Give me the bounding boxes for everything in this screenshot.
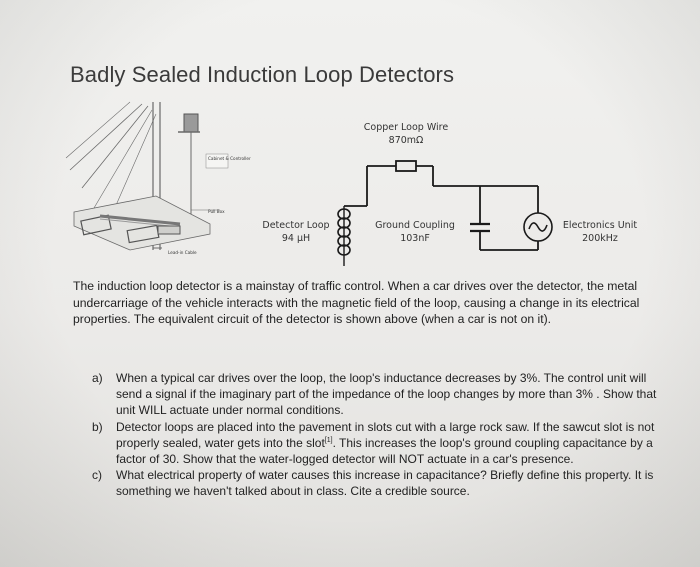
footnote-ref: [1]: [324, 436, 333, 444]
question-text: When a typical car drives over the loop,…: [116, 371, 657, 418]
question-text: Detector loops are placed into the pavem…: [116, 419, 662, 468]
question-marker: b): [92, 419, 103, 434]
inductor-coil: [337, 208, 351, 256]
lead-in-label: Lead-in Cable: [168, 250, 197, 255]
loop-label: Detector Loop: [262, 220, 329, 231]
question-a: a) When a typical car drives over the lo…: [92, 370, 662, 419]
equivalent-circuit: [343, 160, 553, 266]
loop-value: 94 µH: [282, 233, 310, 244]
question-b: b) Detector loops are placed into the pa…: [92, 419, 662, 468]
question-marker: c): [92, 468, 102, 483]
intro-paragraph: The induction loop detector is a mainsta…: [73, 279, 640, 326]
question-c: c) What electrical property of water cau…: [92, 467, 662, 499]
wire-value: 870mΩ: [389, 135, 424, 146]
page-title: Badly Sealed Induction Loop Detectors: [70, 62, 455, 87]
road-illustration: [65, 101, 220, 251]
source-label: Electronics Unit: [563, 220, 637, 231]
question-list: a) When a typical car drives over the lo…: [92, 370, 662, 500]
question-marker: a): [92, 371, 103, 385]
question-text: What electrical property of water causes…: [116, 468, 654, 499]
source-value: 200kHz: [582, 233, 618, 244]
wire-label: Copper Loop Wire: [364, 122, 449, 133]
question-text-part: Detector loops are placed into the pavem…: [116, 419, 655, 450]
circuit-diagram: Cabinet & Controller Pull Box Lead-in Ca…: [60, 100, 660, 272]
diagram-svg: Cabinet & Controller Pull Box Lead-in Ca…: [65, 101, 637, 266]
question-text-part: . This increases the loop's ground coupl…: [116, 435, 653, 467]
cabinet-label: Cabinet & Controller: [208, 156, 251, 161]
pull-box-label: Pull Box: [208, 209, 225, 214]
coupling-label: Ground Coupling: [375, 220, 455, 231]
coupling-value: 103nF: [400, 233, 430, 244]
